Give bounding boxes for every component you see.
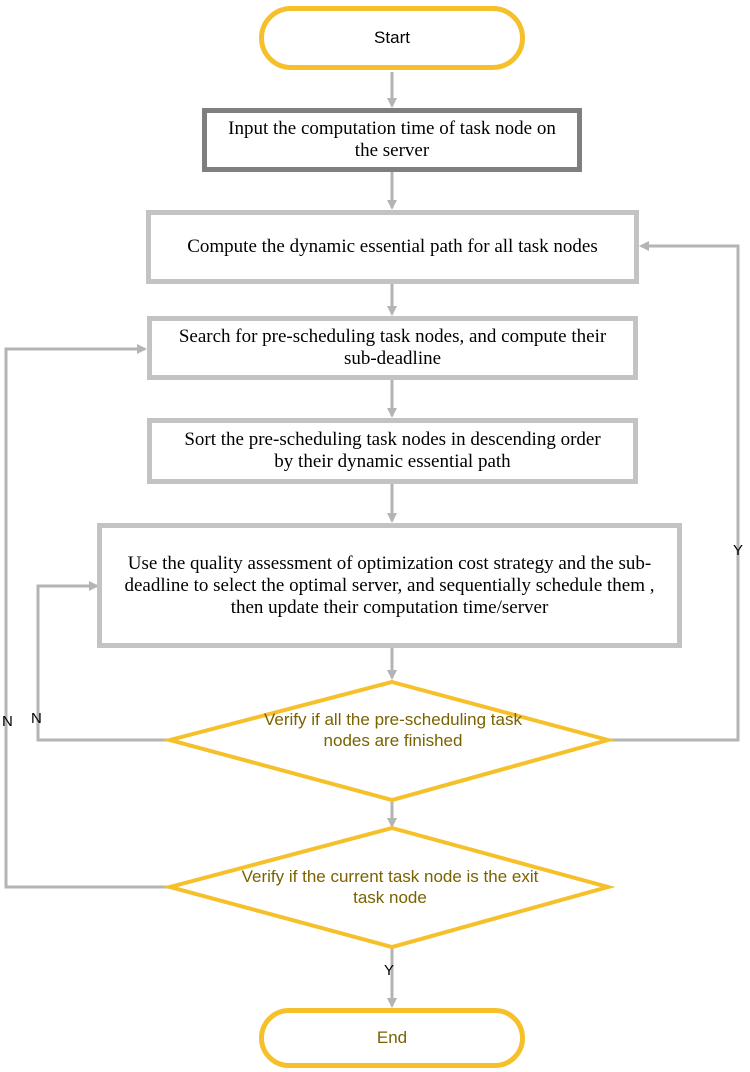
exit-yes-label: Y [384, 962, 395, 979]
search-nodes-label: Search for pre-scheduling task nodes, an… [178, 326, 607, 369]
verify-finished-label: Verify if all the pre-scheduling task no… [264, 710, 522, 750]
compute-path-label: Compute the dynamic essential path for a… [187, 236, 598, 257]
search-nodes-box: Search for pre-scheduling task nodes, an… [147, 316, 638, 380]
arrow-no-loop-to-search [4, 344, 170, 889]
end-terminal: End [259, 1008, 525, 1068]
schedule-box: Use the quality assessment of optimizati… [97, 523, 682, 648]
sort-nodes-label: Sort the pre-scheduling task nodes in de… [184, 429, 601, 472]
loop-right-yes-label: Y [733, 542, 744, 559]
start-label: Start [374, 28, 410, 47]
schedule-label: Use the quality assessment of optimizati… [124, 552, 655, 618]
decision-verify-finished-shape [162, 679, 616, 803]
end-label: End [376, 1028, 408, 1047]
arrow-no-loop-to-schedule [36, 581, 170, 742]
arrow-yes-loop-to-compute [608, 241, 740, 742]
decision-verify-exit-shape [162, 825, 616, 950]
verify-exit-label: Verify if the current task node is the e… [241, 867, 539, 907]
sort-nodes-box: Sort the pre-scheduling task nodes in de… [147, 418, 638, 484]
start-terminal: Start [259, 6, 525, 70]
input-time-label: Input the computation time of task node … [228, 118, 556, 161]
loop-inner-no-label: N [31, 710, 42, 727]
compute-path-box: Compute the dynamic essential path for a… [146, 210, 639, 284]
loop-outer-no-label: N [2, 713, 13, 730]
input-time-box: Input the computation time of task node … [202, 108, 582, 172]
